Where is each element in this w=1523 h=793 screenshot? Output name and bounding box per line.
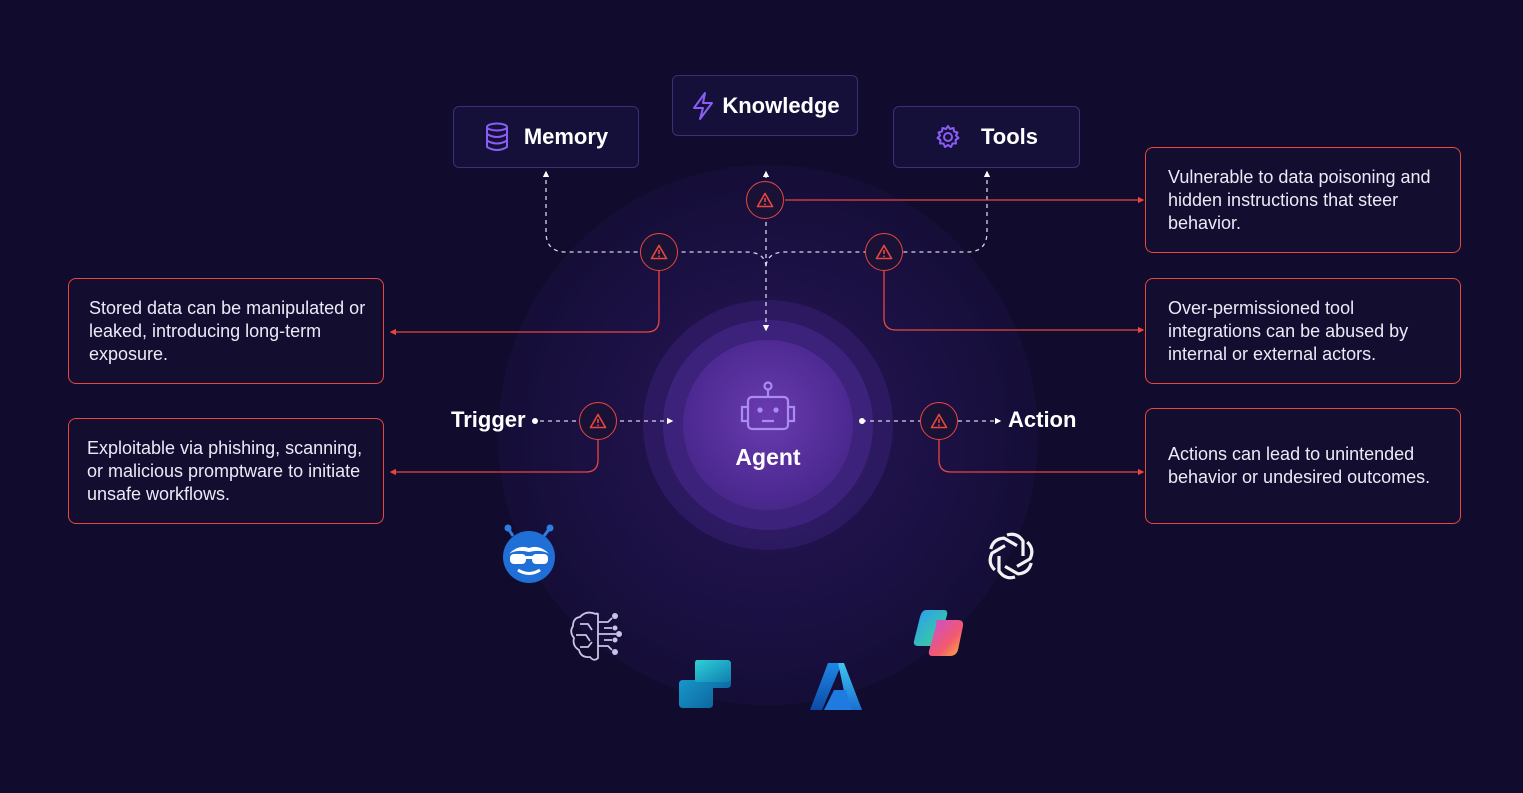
tools-box: Tools (893, 106, 1080, 168)
action-warning (920, 402, 958, 440)
knowledge-label: Knowledge (722, 92, 840, 118)
action-risk-text: Actions can lead to unintended behavior … (1168, 444, 1431, 487)
warning-icon (930, 413, 948, 429)
bot-mascot-logo (503, 524, 555, 583)
tools-label: Tools (980, 124, 1039, 149)
openai-logo (988, 532, 1034, 580)
knowledge-box: Knowledge (672, 75, 858, 136)
warning-icon (589, 413, 607, 429)
tools-risk-note: Over-permissioned tool integrations can … (1145, 278, 1461, 384)
trigger-risk-text: Exploitable via phishing, scanning, or m… (87, 437, 363, 504)
memory-risk-text: Stored data can be manipulated or leaked… (89, 297, 366, 364)
copilot-studio-logo (679, 660, 731, 708)
lightning-icon (693, 91, 714, 120)
robot-icon (740, 380, 796, 430)
memory-box: Memory (453, 106, 639, 168)
trigger-risk-note: Exploitable via phishing, scanning, or m… (68, 418, 384, 524)
azure-logo (810, 663, 862, 710)
knowledge-risk-text: Vulnerable to data poisoning and hidden … (1168, 166, 1431, 233)
gear-icon (936, 125, 960, 148)
knowledge-warning (746, 181, 784, 219)
tools-warning (865, 233, 903, 271)
memory-risk-note: Stored data can be manipulated or leaked… (68, 278, 384, 384)
warning-icon (875, 244, 893, 260)
agent-node: Agent (683, 340, 853, 510)
action-label: Action (1008, 407, 1077, 432)
warning-icon (650, 244, 668, 260)
warning-icon (756, 192, 774, 208)
memory-label: Memory (523, 124, 609, 149)
tools-risk-text: Over-permissioned tool integrations can … (1168, 297, 1409, 364)
database-icon (485, 122, 508, 151)
memory-warning (640, 233, 678, 271)
knowledge-risk-note: Vulnerable to data poisoning and hidden … (1145, 147, 1461, 253)
agent-label: Agent (735, 443, 801, 470)
microsoft-copilot-logo (913, 610, 964, 656)
trigger-label: Trigger (451, 407, 526, 432)
action-risk-note: Actions can lead to unintended behavior … (1145, 408, 1461, 524)
ai-brain-circuit-logo (570, 611, 622, 661)
trigger-warning (579, 402, 617, 440)
